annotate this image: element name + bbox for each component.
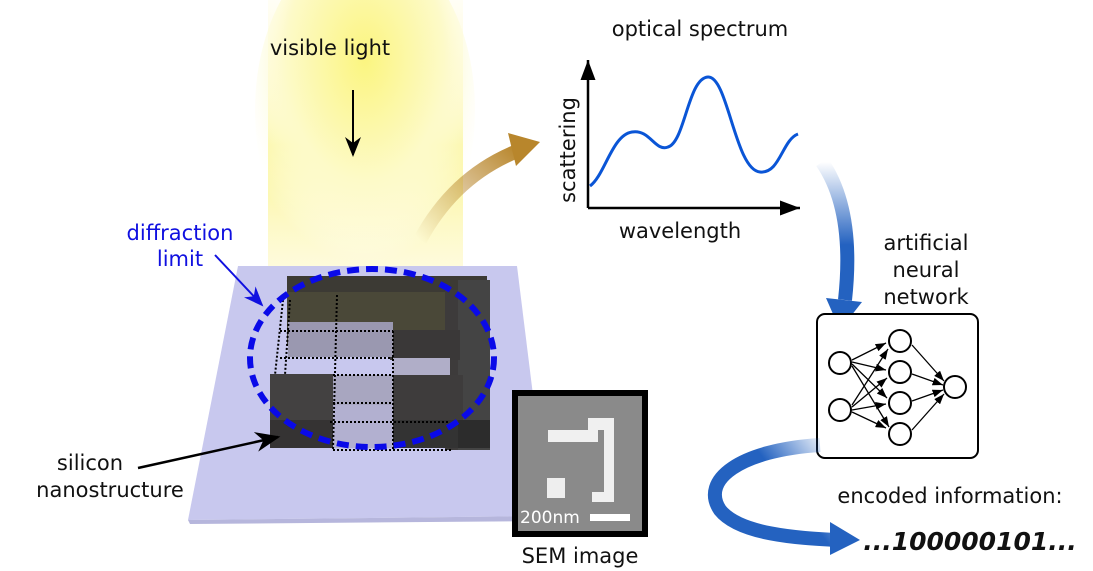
scale-bar-label: 200nm [520,508,580,528]
diffraction-label-line2: limit [157,247,203,271]
spectrum-curve [588,75,799,188]
y-axis-label: scattering [556,97,580,203]
sem-image-label: SEM image [522,544,639,568]
silicon-nanostructure [270,276,490,451]
ann-label-line1: artificial [884,231,969,255]
diffraction-limit-ellipse [247,266,497,450]
neural-network-box [816,313,979,459]
network-connections [851,342,945,431]
silicon-label-line1: silicon [57,451,123,475]
diffraction-pointer-arrow [214,254,264,307]
diffraction-label-line1: diffraction [127,221,234,245]
ann-label-line3: network [883,285,969,309]
network-nodes [828,329,967,446]
silicon-label-line2: nanostructure [36,478,184,502]
substrate-edge [188,516,548,524]
encoded-information-value: ...100000101... [863,527,1077,556]
sem-image: 200nm [512,390,648,537]
scale-bar [590,514,630,521]
x-axis-label: wavelength [619,219,741,243]
silicon-pointer-arrow [137,432,281,470]
spectrum-title: optical spectrum [612,17,789,41]
network-to-output-arrow [707,438,836,547]
spectrum-to-network-arrow [816,158,855,301]
light-to-spectrum-arrow [413,143,523,244]
loop-arrowhead-icon [830,522,860,555]
visible-light-label: visible light [270,36,390,60]
visible-light-beam [255,0,475,290]
encoded-information-label: encoded information: [837,484,1062,508]
ann-label-line2: neural [893,258,960,282]
gold-arrowhead-icon [508,133,540,166]
